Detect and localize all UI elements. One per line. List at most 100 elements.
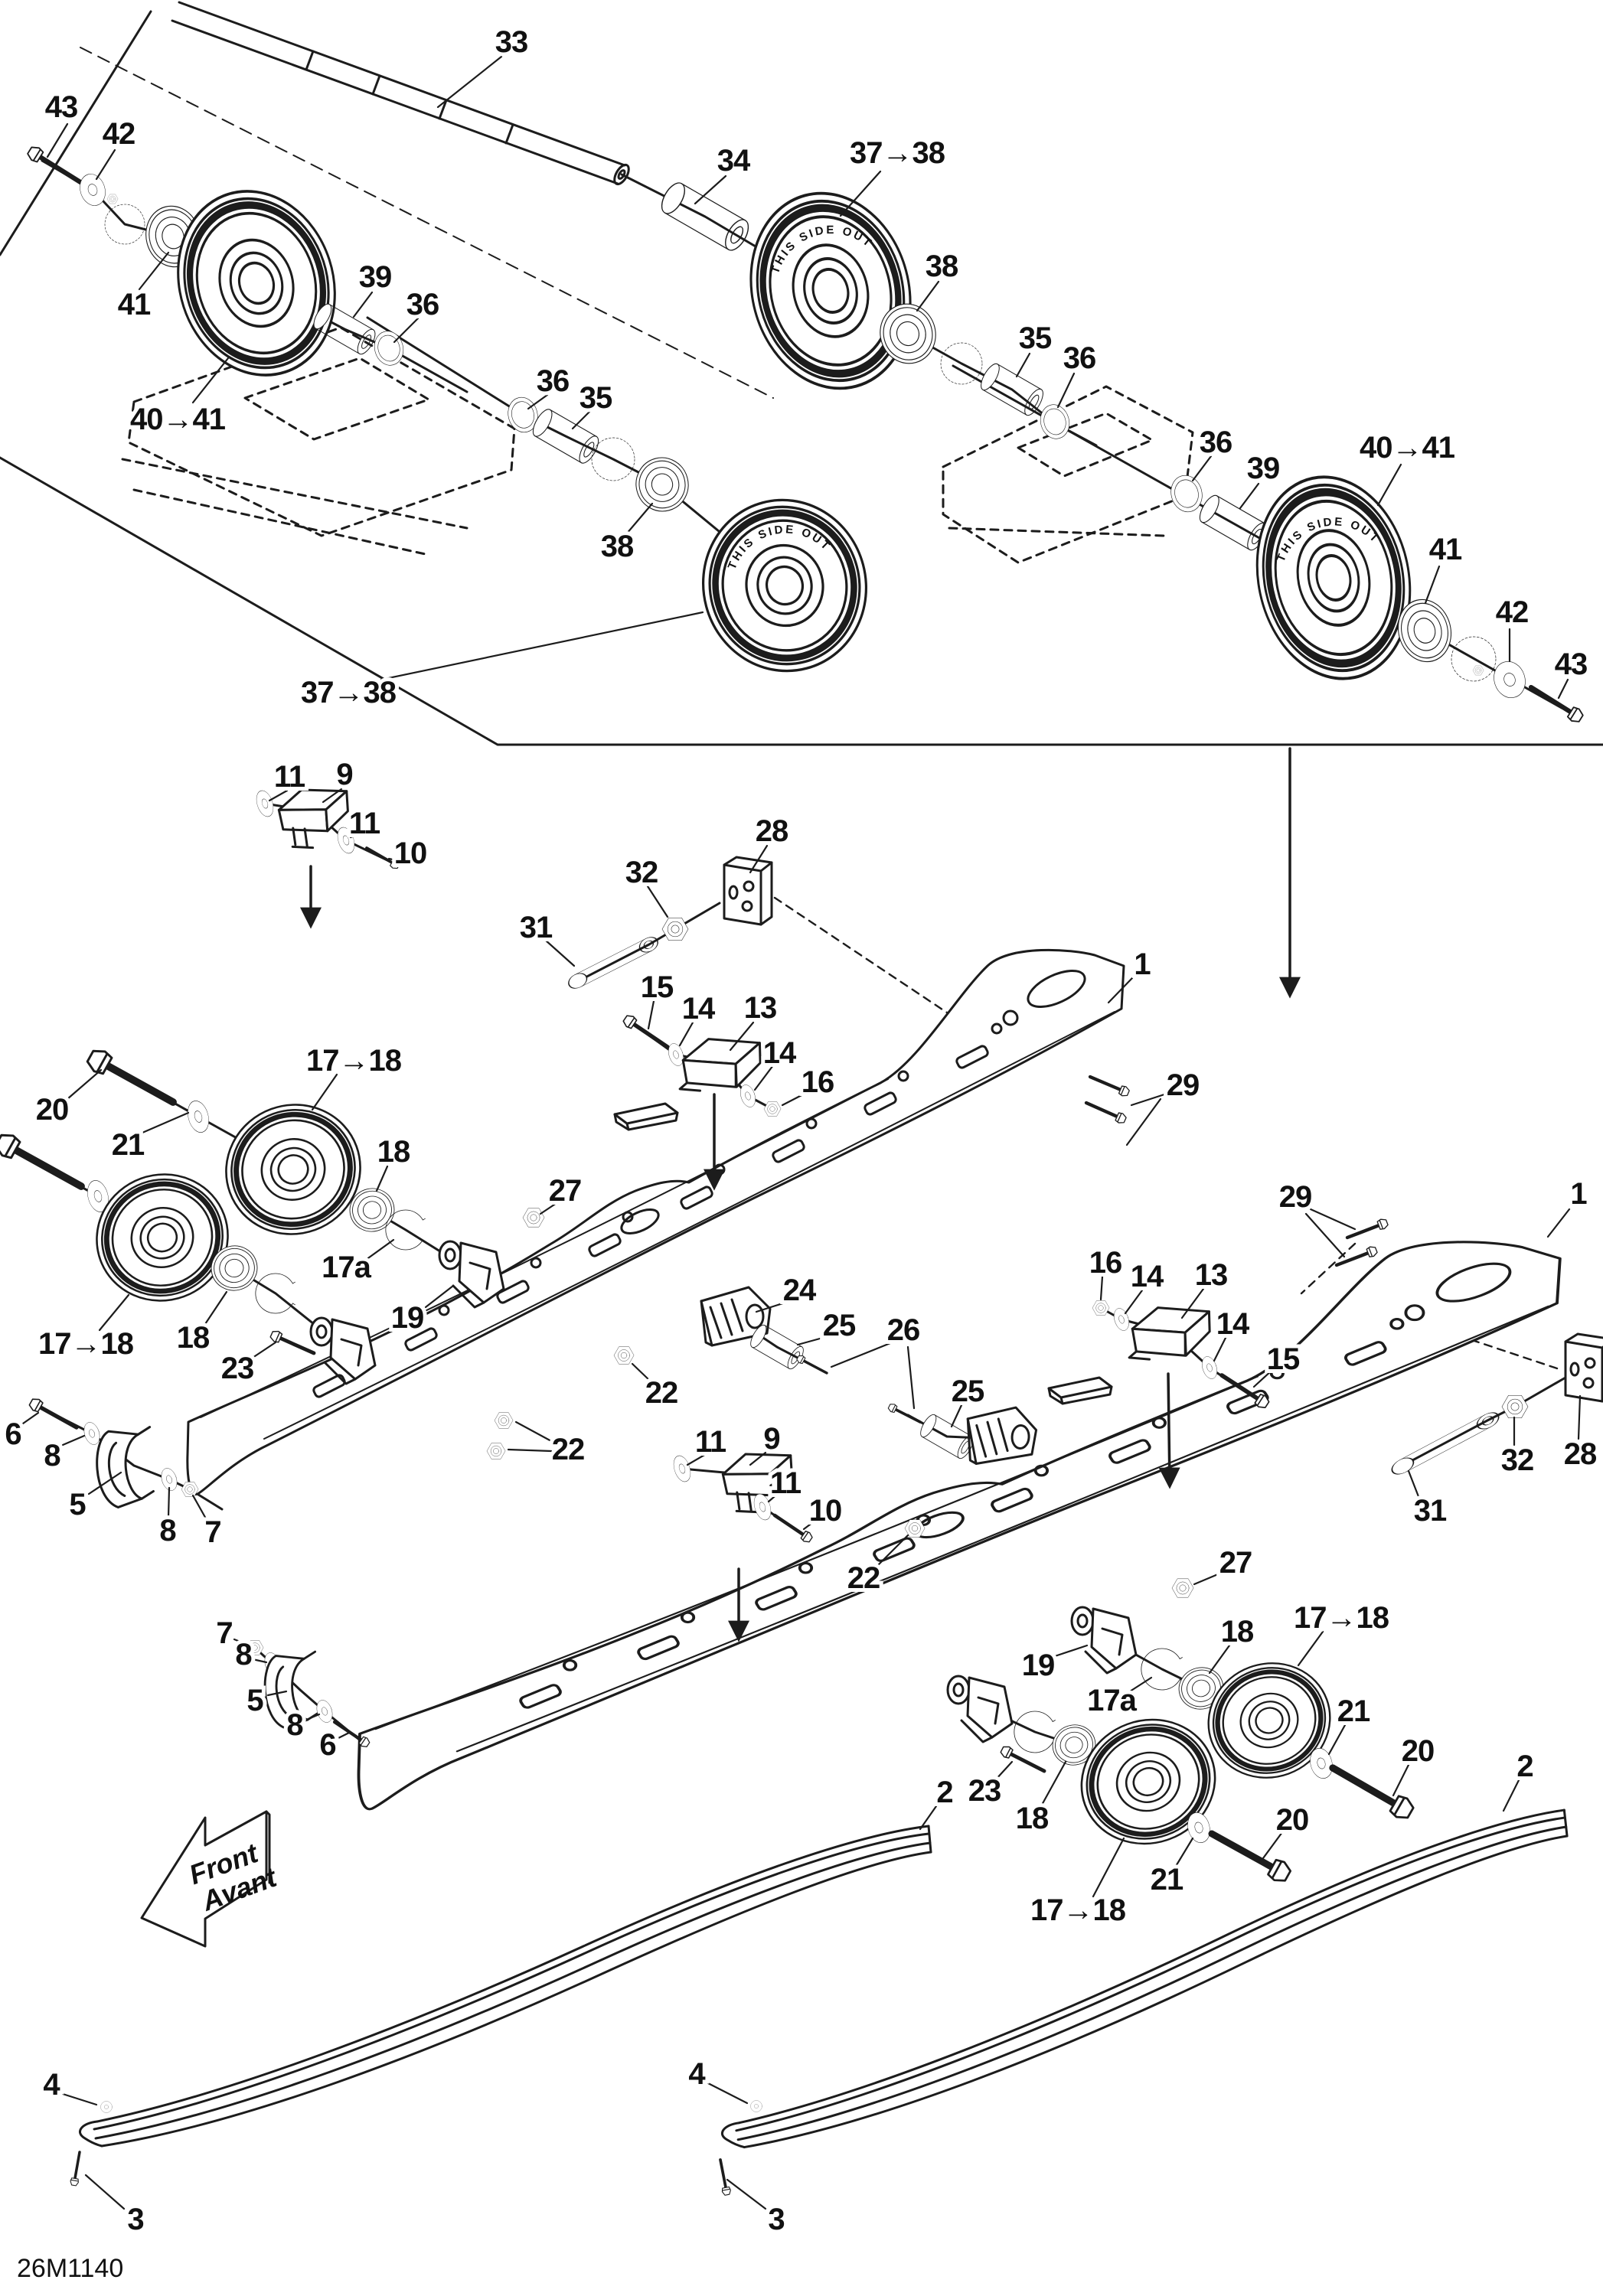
- leader-line: [95, 148, 116, 181]
- callout-22: 22: [552, 1433, 585, 1466]
- leader-line: [625, 502, 654, 536]
- leader-line: [1125, 1097, 1162, 1146]
- washer-11: [670, 1453, 694, 1484]
- callout-19: 19: [1022, 1649, 1055, 1682]
- bolt-26: [886, 1401, 924, 1427]
- leader-line: [1208, 1644, 1231, 1675]
- leader-line: [796, 1335, 830, 1346]
- leader-line: [839, 170, 882, 217]
- bolt-29: [1088, 1072, 1130, 1097]
- callout-23: 23: [221, 1352, 254, 1385]
- damper-24-right: [964, 1404, 1039, 1468]
- leader-line: [1297, 1630, 1324, 1667]
- slider-shoe-right: [714, 1808, 1575, 2149]
- rail-hardware: [253, 782, 1603, 1598]
- callout-20: 20: [1402, 1734, 1435, 1768]
- leader-line: [1327, 1724, 1347, 1756]
- leader-line: [1191, 455, 1213, 482]
- callout-18: 18: [1016, 1802, 1049, 1835]
- nut-32-right: [1501, 1394, 1529, 1419]
- leader-line: [916, 280, 940, 312]
- bolt-43-right: [1527, 681, 1585, 724]
- callout-37-38: 37→38: [850, 136, 945, 170]
- leader-line: [1053, 1644, 1089, 1658]
- callout-34: 34: [717, 144, 751, 178]
- leader-line: [646, 885, 669, 918]
- wheel-group-right: [946, 1606, 1415, 1885]
- callout-14: 14: [1216, 1307, 1250, 1341]
- callout-4: 4: [688, 2057, 706, 2091]
- leader-line: [1056, 372, 1076, 409]
- leader-line: [919, 1805, 938, 1831]
- block-28-right: [1564, 1332, 1603, 1403]
- callout-16: 16: [1089, 1246, 1122, 1280]
- bolt-26: [795, 1352, 831, 1378]
- small-nut-right: [1472, 665, 1484, 676]
- leader-line: [1015, 352, 1031, 378]
- callout-10: 10: [394, 837, 427, 870]
- callout-8: 8: [159, 1514, 176, 1548]
- leader-line: [84, 2174, 126, 2210]
- leader-line: [507, 1448, 553, 1453]
- callout-23: 23: [968, 1774, 1001, 1808]
- callout-11: 11: [770, 1466, 802, 1500]
- leader-line: [251, 1341, 277, 1359]
- callout-35: 35: [579, 381, 612, 415]
- leader-line: [539, 1202, 558, 1215]
- washer-14: [1199, 1354, 1220, 1381]
- bolt-29: [1084, 1098, 1127, 1125]
- dashed-rail-silhouette-right: [942, 385, 1194, 564]
- leader-line: [647, 1000, 655, 1030]
- bracket-19: [946, 1675, 1014, 1743]
- upper-axle-assembly: THIS SIDE OUT THIS SIDE OUT THIS SIDE OU…: [26, 1, 1585, 724]
- callout-4: 4: [43, 2068, 60, 2102]
- pad-right: [1047, 1376, 1113, 1405]
- callout-25: 25: [823, 1309, 856, 1342]
- callout-5: 5: [246, 1684, 263, 1717]
- leader-line: [1193, 1570, 1225, 1586]
- callout-35: 35: [1019, 321, 1052, 355]
- bolt-23: [269, 1329, 316, 1358]
- callout-14: 14: [682, 992, 716, 1026]
- leader-line: [729, 1021, 755, 1052]
- leader-line: [753, 1064, 775, 1091]
- washer-11: [253, 788, 277, 819]
- callout-20: 20: [1276, 1803, 1309, 1837]
- leader-line: [781, 1091, 808, 1107]
- nut-27-left: [522, 1208, 545, 1228]
- leader-line: [686, 1453, 707, 1466]
- callout-17-18: 17→18: [306, 1044, 402, 1078]
- leader-line: [755, 1300, 792, 1313]
- leader-line: [380, 611, 704, 681]
- leader-line: [1309, 1208, 1357, 1231]
- callout-28: 28: [756, 814, 788, 848]
- leader-line: [1128, 1676, 1153, 1693]
- callout-27: 27: [549, 1174, 582, 1208]
- callout-7: 7: [204, 1515, 220, 1549]
- callout-21: 21: [1337, 1694, 1370, 1728]
- leader-line: [994, 1760, 1014, 1782]
- callout-40-41: 40→41: [130, 403, 226, 436]
- leader-line: [749, 844, 769, 874]
- leader-line: [1124, 1289, 1144, 1315]
- callout-1: 1: [1134, 947, 1151, 981]
- callout-18: 18: [177, 1321, 210, 1355]
- front-direction-arrow: Front Avant: [140, 1810, 282, 1948]
- callout-43: 43: [1555, 647, 1588, 681]
- callout-14: 14: [1131, 1260, 1164, 1293]
- callout-13: 13: [1195, 1258, 1228, 1292]
- leader-line: [527, 393, 549, 410]
- callout-6: 6: [5, 1417, 21, 1451]
- leader-line: [767, 1491, 781, 1503]
- leader-line: [631, 1362, 653, 1384]
- leader-line: [1174, 1837, 1194, 1869]
- callout-29: 29: [1167, 1068, 1200, 1102]
- leader-line: [322, 788, 343, 804]
- wheel-37-38-lower: [684, 481, 886, 689]
- section-boundary-lines: [0, 10, 1603, 746]
- leader-line: [364, 1238, 395, 1261]
- callout-36: 36: [406, 288, 439, 321]
- leader-line: [233, 1638, 251, 1647]
- wheel-37-38-upper: [730, 175, 932, 406]
